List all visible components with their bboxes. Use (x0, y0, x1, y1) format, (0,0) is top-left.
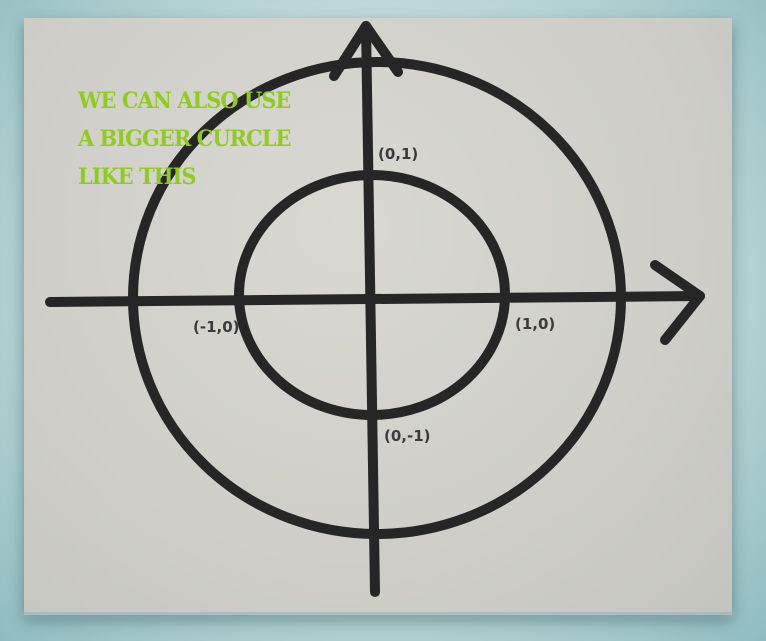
point-label-left: (-1,0) (193, 318, 240, 336)
point-label-bottom: (0,-1) (384, 427, 431, 445)
annotation-line-3: like this (78, 164, 196, 190)
annotation-text: We can also use a bigger curcle like thi… (78, 82, 291, 196)
x-axis-arrowhead (650, 260, 705, 345)
board-shadow (20, 612, 736, 624)
annotation-line-2: a bigger curcle (78, 126, 291, 152)
annotation-line-1: We can also use (78, 88, 291, 114)
point-label-top: (0,1) (378, 145, 419, 163)
point-label-right: (1,0) (515, 315, 556, 333)
y-axis (361, 21, 380, 597)
y-axis-arrowhead (329, 21, 403, 81)
